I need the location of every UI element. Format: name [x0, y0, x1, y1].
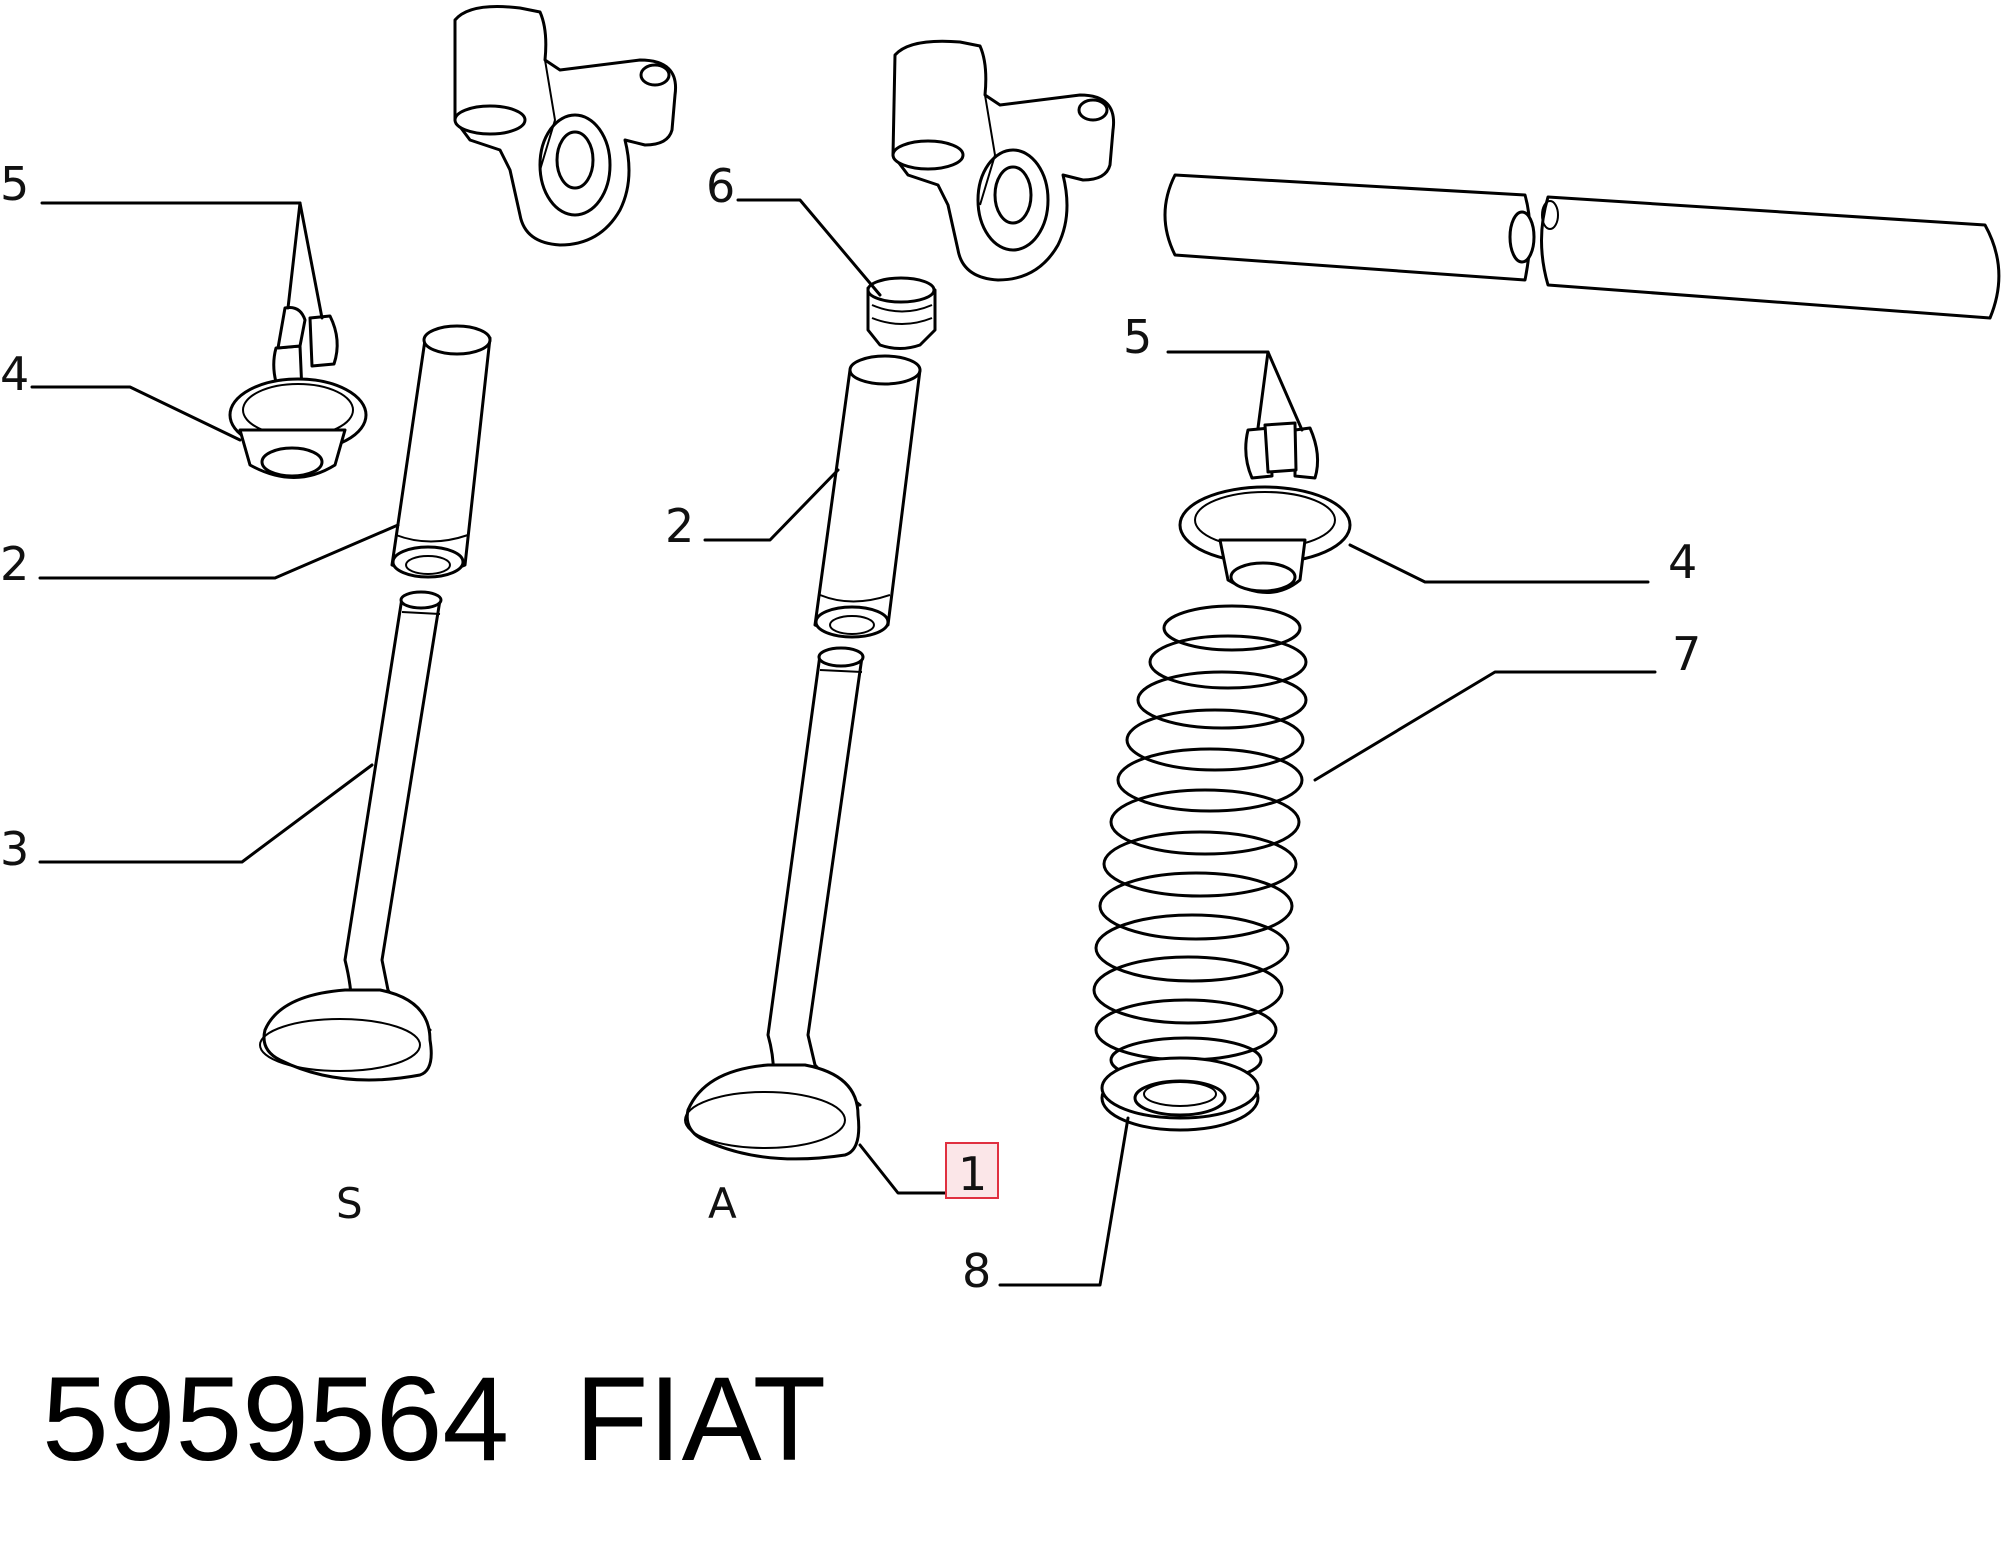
callout-1: 1: [958, 1147, 987, 1201]
callout-4-left: 4: [0, 347, 29, 401]
callout-1-highlight: [945, 1142, 999, 1199]
brand-name: FIAT: [575, 1352, 826, 1486]
rocker-shaft: [1163, 173, 2001, 320]
rocker-arm-left: [453, 5, 678, 247]
callout-5-right: 5: [1123, 310, 1152, 364]
callout-5-left: 5: [0, 157, 29, 211]
exhaust-valve: [259, 590, 443, 1082]
valve-stem-seal: [866, 276, 937, 350]
valve-guide-middle: [813, 354, 922, 639]
callout-4-right: 4: [1668, 535, 1697, 589]
callout-2-left: 2: [0, 537, 29, 591]
valve-guide-left: [390, 324, 492, 579]
view-label-intake: A: [708, 1179, 737, 1228]
spring-retainer-right: [1178, 485, 1352, 594]
callout-3-left: 3: [0, 822, 29, 876]
callout-7: 7: [1672, 627, 1701, 681]
view-label-exhaust: S: [336, 1179, 363, 1228]
part-number: 5959564: [42, 1352, 509, 1486]
valve-collets-right: [1244, 421, 1320, 480]
callout-8: 8: [962, 1244, 991, 1298]
spring-seat: [1100, 1056, 1260, 1132]
intake-valve: [684, 646, 865, 1161]
valve-spring: [1092, 604, 1308, 1084]
callout-2-middle: 2: [665, 499, 694, 553]
callout-6: 6: [706, 159, 735, 213]
rocker-arm-right: [891, 39, 1116, 282]
leader-lines: [30, 198, 1657, 1287]
spring-retainer-left: [228, 377, 368, 479]
